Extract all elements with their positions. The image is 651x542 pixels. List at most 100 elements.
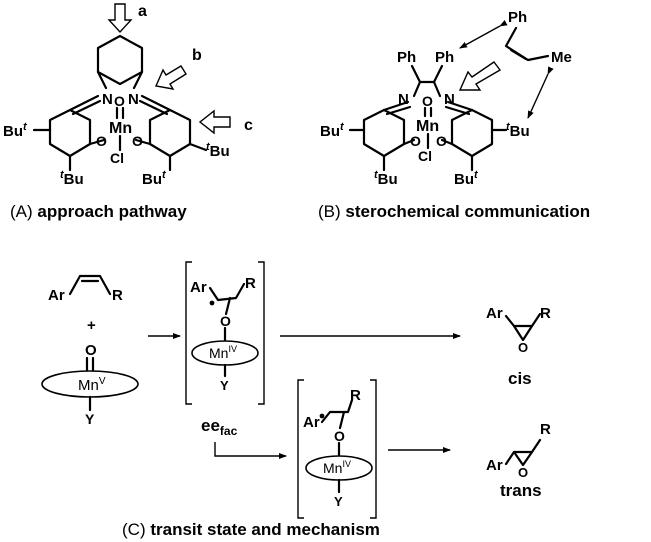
cis-alkene <box>68 274 112 296</box>
int1-c-o-bond <box>224 296 232 316</box>
trans-r: R <box>540 421 551 438</box>
approach-arrow-b <box>155 65 187 90</box>
mn-oxo-bond <box>115 106 125 120</box>
nitrogen-b-left: N <box>398 91 409 108</box>
mn-iv-label-2: MnIV <box>323 459 351 476</box>
int2-y: Y <box>334 494 343 509</box>
phenoxide-o-right: O <box>132 133 143 149</box>
left-aryl-ring-b <box>362 108 406 158</box>
tbu-b-bottom-right: But <box>454 169 479 188</box>
tbu-b-right: tBu <box>506 121 530 140</box>
int2-r: R <box>350 387 361 404</box>
oxo-oxygen-b: O <box>422 93 433 109</box>
imine-left <box>68 94 102 116</box>
arrow-label-a: a <box>138 3 147 20</box>
mn-v-oxo-bond <box>85 356 95 372</box>
mn-oxo-bond-b <box>423 106 433 118</box>
imine-right <box>138 94 172 116</box>
diamine-n-bonds <box>412 80 442 98</box>
int1-y: Y <box>220 378 229 393</box>
arrow-to-rotated-intermediate <box>214 442 287 459</box>
phenoxide-o-b-right: O <box>436 133 447 149</box>
mn-v-y: Y <box>85 411 95 427</box>
int2-o: O <box>334 428 345 444</box>
phenoxide-b-right <box>440 138 454 146</box>
cis-epoxide-o: O <box>518 340 528 355</box>
alkene-methyl-bond <box>526 54 550 62</box>
nitrogen-left: N <box>102 91 113 108</box>
tbu-left: But <box>3 121 28 140</box>
cis-r: R <box>540 305 551 322</box>
bracket-left-2 <box>297 379 304 519</box>
int1-chain <box>208 282 246 302</box>
left-aryl-ring <box>48 108 92 158</box>
approach-arrow-a <box>107 3 133 34</box>
manganese-b: Mn <box>416 118 439 135</box>
trans-epoxide-bonds <box>504 438 542 466</box>
bracket-right-1 <box>258 261 265 405</box>
phenyl-bonds <box>410 64 444 84</box>
caption-a: (A) approach pathway <box>10 202 187 221</box>
chloride-b: Cl <box>418 148 432 164</box>
oxo-oxygen: O <box>114 93 125 109</box>
nitrogen-right: N <box>128 91 139 108</box>
manganese: Mn <box>109 120 132 137</box>
panel-b-structure: Ph Ph N N O Mn Cl O O But tBu But tBu Ph… <box>320 9 572 188</box>
phenoxide-o-b-left: O <box>410 133 421 149</box>
int1-o: O <box>220 313 231 329</box>
panel-a-structure: N N O Mn Cl O O But tBu But tBu a b c <box>3 3 253 188</box>
mn-iv-label-1: MnIV <box>209 344 237 361</box>
trans-epoxide-ring <box>512 450 534 467</box>
right-aryl-ring-b <box>450 108 494 158</box>
cis-ar: Ar <box>486 305 503 322</box>
bracket-left-1 <box>185 261 192 405</box>
approach-arrow-c <box>198 109 231 135</box>
alkene-fragment <box>504 26 530 62</box>
int2-ar: Ar <box>303 414 320 431</box>
panel-c-mechanism: Ar R + O MnV Y Ar R O MnIV Y Ar R O cis <box>41 261 551 519</box>
phenyl-right: Ph <box>435 49 454 66</box>
alkene-r: R <box>112 287 123 304</box>
left-phenoxide <box>88 138 106 146</box>
alkene-phenyl: Ph <box>508 9 527 26</box>
int1-r: R <box>245 275 256 292</box>
ee-fac-label: eefac <box>201 416 238 438</box>
caption-b: (B) sterochemical communication <box>318 202 590 221</box>
phenoxide-b-left <box>402 138 416 146</box>
mn-v-label: MnV <box>78 376 106 394</box>
ph-ph-interaction-arrow <box>459 19 508 49</box>
oxo-o-c: O <box>85 342 97 359</box>
arrow-label-b: b <box>192 47 202 64</box>
radical-dot-1 <box>209 300 215 306</box>
int2-c-o-bond <box>338 410 346 430</box>
tbu-right: tBu <box>206 141 230 160</box>
phenoxide-o-left: O <box>96 133 107 149</box>
tbu-b-bottom-left: tBu <box>374 169 398 188</box>
trans-epoxide-o: O <box>518 465 528 480</box>
cyclohexane-ring <box>96 34 144 86</box>
trans-product-label: trans <box>500 481 542 500</box>
tbu-bottom-right: But <box>142 169 167 188</box>
alkene-approach-arrow <box>458 61 502 91</box>
trans-ar: Ar <box>486 457 503 474</box>
me-tbu-interaction-arrow <box>527 66 554 119</box>
bracket-right-2 <box>370 379 377 519</box>
caption-c: (C) transit state and mechanism <box>122 520 380 539</box>
int1-ar: Ar <box>190 279 207 296</box>
alkene-methyl: Me <box>551 49 572 66</box>
cis-epoxide-bonds <box>504 312 542 328</box>
right-tbu-bond <box>188 142 208 152</box>
diamine-bonds <box>96 70 144 90</box>
tbu-b-left: But <box>320 121 345 140</box>
cis-epoxide-ring <box>512 324 534 342</box>
radical-dot-2 <box>319 413 325 419</box>
tbu-bottom-left: tBu <box>60 169 84 188</box>
alkene-double-bond <box>509 48 528 61</box>
alkene-ar: Ar <box>48 287 65 304</box>
right-phenoxide <box>134 138 152 146</box>
chloride: Cl <box>110 150 124 166</box>
arrow-label-c: c <box>244 117 253 134</box>
phenyl-left: Ph <box>397 49 416 66</box>
plus-sign: + <box>87 317 96 334</box>
